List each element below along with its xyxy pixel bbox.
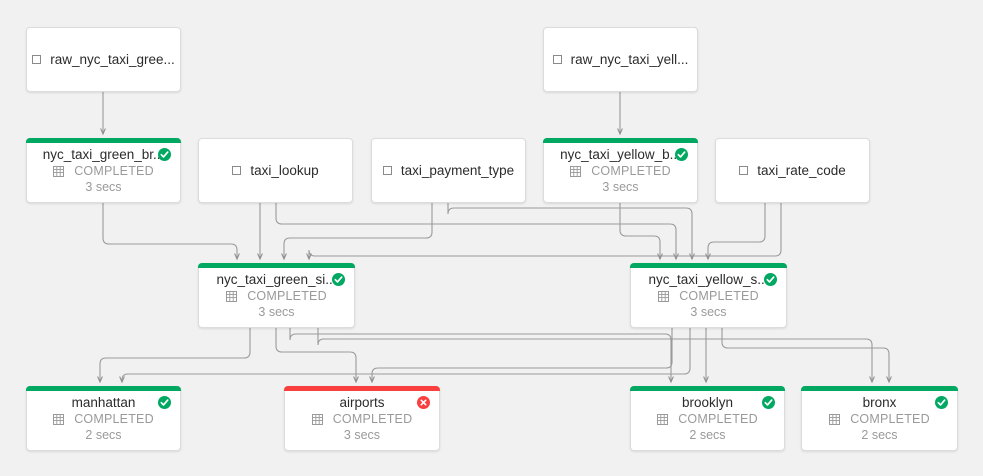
node-duration: 2 secs [85,427,122,442]
check-circle-icon [764,273,777,286]
node-status-row: COMPLETED [570,164,671,179]
table-grid-icon [570,165,582,177]
check-circle-icon [675,148,688,161]
node-status-row: COMPLETED [658,289,759,304]
node-status-text: COMPLETED [679,288,759,303]
source-node-row: raw_nyc_taxi_yell... [552,52,689,67]
table-grid-icon [53,413,65,425]
dag-node-taxi_rate_code[interactable]: taxi_rate_code [715,138,870,203]
dag-node-taxi_payment_type[interactable]: taxi_payment_type [371,138,526,203]
node-label: manhattan [71,394,136,410]
node-label: brooklyn [681,394,734,410]
node-label: raw_nyc_taxi_gree... [50,52,175,67]
source-node-row: taxi_rate_code [739,163,846,178]
empty-square-icon [32,55,42,64]
table-grid-icon [53,165,65,177]
node-label: nyc_taxi_green_si... [216,271,337,287]
node-label: nyc_taxi_yellow_b... [560,146,681,162]
empty-square-icon [382,166,392,175]
node-duration: 3 secs [85,179,122,194]
check-circle-icon [762,396,775,409]
node-label: airports [339,394,385,410]
node-status-bar [26,138,181,143]
node-status-bar [630,263,787,268]
table-grid-icon [226,290,238,302]
node-duration: 2 secs [689,427,726,442]
node-status-bar [284,386,440,391]
check-circle-icon [332,273,345,286]
node-label: taxi_lookup [250,163,319,178]
source-node-row: taxi_payment_type [382,163,515,178]
empty-square-icon [232,166,242,175]
table-grid-icon [658,290,670,302]
node-status-text: COMPLETED [74,163,154,178]
node-label: bronx [862,394,897,410]
node-duration: 3 secs [602,179,639,194]
node-duration: 3 secs [343,427,381,442]
node-status-bar [630,386,785,391]
dag-node-raw_nyc_taxi_green[interactable]: raw_nyc_taxi_gree... [26,27,181,92]
node-status-text: COMPLETED [591,163,671,178]
node-status-text: COMPLETED [850,411,930,426]
node-status-bar [543,138,698,143]
node-status-bar [198,263,355,268]
dag-node-raw_nyc_taxi_yellow[interactable]: raw_nyc_taxi_yell... [543,27,698,92]
table-grid-icon [657,413,669,425]
node-duration: 3 secs [258,304,295,319]
table-grid-icon [311,413,323,425]
node-status-bar [801,386,958,391]
node-label: raw_nyc_taxi_yell... [570,52,689,67]
node-label: taxi_payment_type [400,163,515,178]
source-node-row: raw_nyc_taxi_gree... [32,52,175,67]
node-label: taxi_rate_code [757,163,846,178]
table-grid-icon [829,413,841,425]
empty-square-icon [739,166,749,175]
empty-square-icon [552,55,562,64]
node-status-text: COMPLETED [678,411,758,426]
node-status-row: COMPLETED [829,412,930,427]
node-label: nyc_taxi_green_br... [42,146,165,162]
x-circle-icon [417,396,430,409]
node-status-row: COMPLETED [311,411,413,427]
node-status-row: COMPLETED [657,412,758,427]
node-status-text: COMPLETED [247,288,327,303]
node-status-row: COMPLETED [226,289,327,304]
source-node-row: taxi_lookup [232,163,319,178]
check-circle-icon [935,396,948,409]
node-status-bar [26,386,181,391]
node-label: nyc_taxi_yellow_s... [648,271,769,287]
node-status-row: COMPLETED [53,164,154,179]
check-circle-icon [158,396,171,409]
node-status-text: COMPLETED [74,411,154,426]
node-status-row: COMPLETED [53,412,154,427]
node-duration: 2 secs [861,427,898,442]
node-duration: 3 secs [690,304,727,319]
dag-node-taxi_lookup[interactable]: taxi_lookup [198,138,353,203]
check-circle-icon [158,148,171,161]
node-status-text: COMPLETED [332,411,413,426]
